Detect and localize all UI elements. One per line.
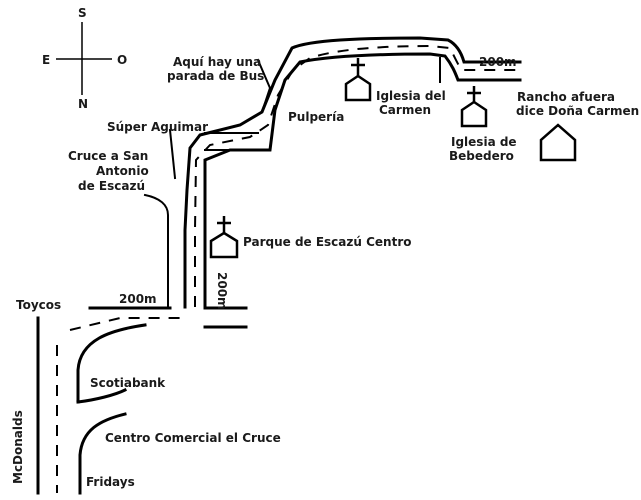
distance-horizontal-left: 200m [119, 292, 157, 306]
label-iglesia-bebedero-line2: Bebedero [449, 149, 514, 163]
distance-vertical-center: 200m [215, 272, 229, 310]
church-bebedero-building [460, 100, 488, 128]
label-toycos: Toycos [16, 298, 61, 312]
compass: S E O N [42, 6, 127, 111]
compass-south: S [78, 6, 87, 20]
house-icon [539, 123, 577, 162]
label-centro-comercial: Centro Comercial el Cruce [105, 431, 281, 445]
cruce-upper-branch [168, 128, 177, 180]
label-mcdonalds: McDonalds [11, 410, 25, 484]
label-fridays: Fridays [86, 475, 135, 489]
scotiabank-turn [76, 387, 128, 404]
label-parque: Parque de Escazú Centro [243, 235, 412, 249]
label-iglesia-bebedero-line1: Iglesia de [451, 135, 517, 149]
label-super-aguimar: Súper Aguimar [107, 120, 208, 134]
label-cruce-line1: Cruce a San [68, 149, 148, 163]
label-iglesia-carmen-line2: Carmen [379, 103, 431, 117]
scotiabank-road [76, 323, 147, 404]
rancho-building [539, 123, 577, 162]
fridays-road [78, 412, 127, 495]
compass-east: E [42, 53, 50, 67]
label-cruce-line2: Antonio [96, 164, 149, 178]
bus-stop-spur [256, 58, 272, 114]
cruce-san-antonio-road [143, 193, 169, 308]
church-icon [344, 58, 372, 102]
label-rancho-line2: dice Doña Carmen [516, 104, 639, 118]
label-cruce-line3: de Escazú [78, 179, 145, 193]
label-scotiabank: Scotiabank [90, 376, 166, 390]
compass-north: N [78, 97, 88, 111]
church-icon [209, 216, 239, 259]
label-bus-stop-line2: parada de Bus [167, 69, 264, 83]
church-icon [460, 86, 488, 128]
church-carmen-building [344, 74, 372, 102]
label-pulperia: Pulpería [288, 110, 344, 124]
label-bus-stop-line1: Aquí hay una [173, 55, 261, 69]
roads [36, 36, 522, 495]
parque-building [209, 231, 239, 259]
label-iglesia-carmen-line1: Iglesia del [376, 89, 446, 103]
main-road-upper-edge [183, 36, 522, 309]
label-rancho-line1: Rancho afuera [517, 90, 615, 104]
distance-top-right: 200m [479, 55, 517, 69]
main-road-centerline [194, 44, 520, 307]
compass-west: O [117, 53, 127, 67]
